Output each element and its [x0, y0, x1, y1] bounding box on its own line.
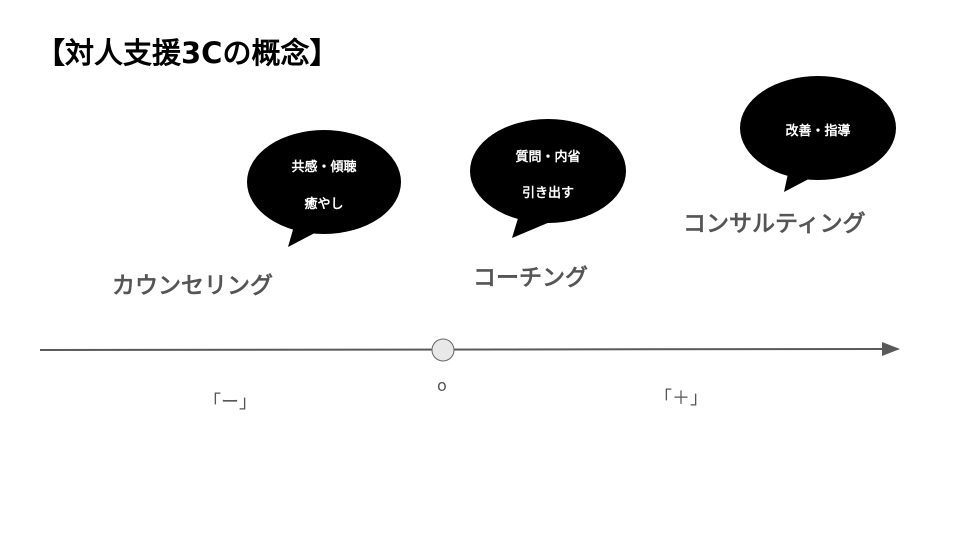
bubble-counseling [247, 130, 401, 247]
stage-label-counseling: カウンセリング [112, 273, 273, 299]
stage-label-consulting: コンサルティング [683, 211, 866, 237]
axis-arrowhead [882, 342, 900, 356]
bubble-consulting-line-1: 改善・指導 [785, 124, 851, 139]
bubble-coaching-line-1: 質問・内省 [515, 150, 581, 165]
bubble-counseling-line-1: 共感・傾聴 [291, 160, 357, 175]
axis-origin-marker [431, 338, 455, 362]
axis-minus-label: 「ー」 [203, 392, 257, 413]
axis-line [39, 348, 886, 351]
bubble-coaching [470, 119, 626, 238]
axis-zero-label: o [437, 376, 447, 395]
axis-plus-label: 「＋」 [654, 388, 708, 409]
bubble-consulting [740, 76, 896, 192]
bubble-counseling-line-2: 癒やし [304, 197, 344, 212]
page-title: 【対人支援3Cの概念】 [36, 36, 339, 70]
bubble-coaching-line-2: 引き出す [521, 186, 574, 201]
stage-label-coaching: コーチング [473, 265, 588, 291]
